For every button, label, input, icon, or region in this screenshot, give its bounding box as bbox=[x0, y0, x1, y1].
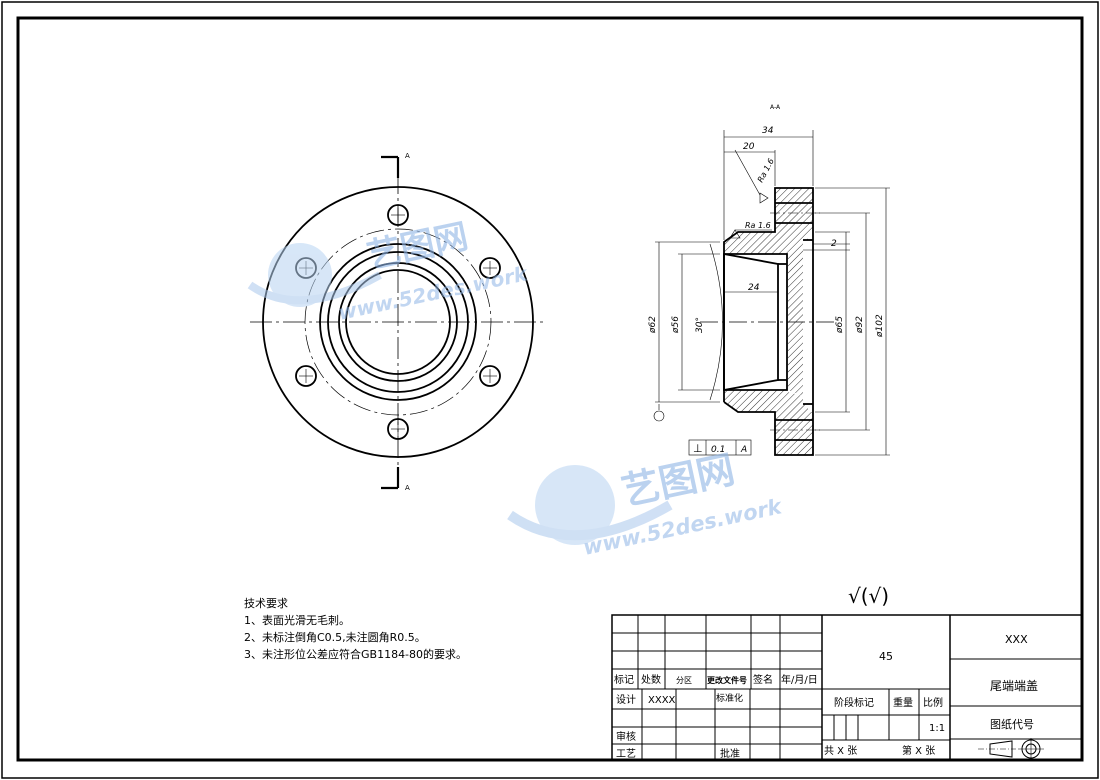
section-marker-top: A bbox=[405, 152, 410, 160]
tb-drawing-code-label: 图纸代号 bbox=[990, 718, 1034, 731]
section-view bbox=[700, 187, 835, 456]
tb-header-mark: 标记 bbox=[614, 674, 634, 686]
tb-material: 45 bbox=[879, 650, 893, 663]
tb-total-sheets: 共 X 张 bbox=[824, 745, 857, 757]
bore-inner-circle bbox=[345, 269, 451, 375]
section-hatch-top bbox=[724, 188, 813, 254]
dim-34: 34 bbox=[762, 126, 774, 136]
tb-designer: XXXX bbox=[648, 695, 676, 706]
tb-header-signature: 签名 bbox=[753, 673, 773, 686]
tb-weight-label: 重量 bbox=[893, 696, 913, 709]
dim-2: 2 bbox=[831, 239, 837, 249]
tech-req-item: 2、未标注倒角C0.5,未注圆角R0.5。 bbox=[244, 630, 426, 644]
flange-outer-circle bbox=[262, 186, 534, 458]
tech-req-title: 技术要求 bbox=[244, 597, 288, 610]
bolt-hole bbox=[479, 365, 501, 387]
section-marker-bottom: A bbox=[405, 484, 410, 492]
gdt-symbol: ⊥ bbox=[693, 442, 703, 455]
tech-req-item: 1、表面光滑无毛刺。 bbox=[244, 613, 350, 627]
section-hatch-bottom bbox=[724, 390, 813, 455]
general-roughness-note: √(√) bbox=[848, 584, 889, 608]
section-outline-top bbox=[723, 187, 814, 456]
dimension-lines bbox=[653, 130, 890, 456]
dim-angle-30: 30° bbox=[695, 317, 705, 333]
bolt-circle bbox=[304, 228, 492, 416]
bolt-hole bbox=[387, 418, 409, 440]
tb-part-name: 尾端端盖 bbox=[990, 679, 1038, 693]
tb-standardize-label: 标准化 bbox=[716, 692, 743, 704]
tech-req-item: 3、未注形位公差应符合GB1184-80的要求。 bbox=[244, 647, 467, 661]
tb-process-label: 工艺 bbox=[616, 748, 636, 760]
inner-frame bbox=[16, 16, 1084, 762]
section-hatch-web bbox=[788, 244, 803, 396]
tb-design-label: 设计 bbox=[616, 693, 636, 706]
dim-20: 20 bbox=[743, 142, 755, 152]
dim-dia-56: ø56 bbox=[671, 316, 681, 334]
dim-dia-92: ø92 bbox=[855, 316, 865, 334]
tb-header-count: 处数 bbox=[641, 673, 661, 686]
watermark-logo-lower bbox=[507, 465, 673, 545]
roughness-ra-2: Ra 1.6 bbox=[745, 221, 771, 230]
hub-ring-circle bbox=[327, 251, 469, 393]
section-view-label: A-A bbox=[770, 104, 781, 111]
watermark-logo-upper bbox=[247, 243, 382, 307]
tb-sheet-no: 第 X 张 bbox=[902, 744, 935, 757]
bolt-hole bbox=[387, 204, 409, 226]
bolt-hole bbox=[479, 257, 501, 279]
hub-outer-circle bbox=[319, 243, 477, 401]
tb-review-label: 审核 bbox=[616, 730, 636, 743]
section-cut-bottom bbox=[381, 467, 400, 490]
tb-company: XXX bbox=[1005, 633, 1028, 646]
watermark-brand-lower: 艺图网 bbox=[618, 447, 739, 514]
title-block bbox=[611, 614, 1083, 761]
dim-24: 24 bbox=[748, 283, 760, 293]
dim-dia-62: ø62 bbox=[648, 316, 658, 334]
tb-scale-label: 比例 bbox=[923, 696, 943, 709]
bolt-hole bbox=[295, 365, 317, 387]
watermark-brand-upper: 艺图网 bbox=[364, 216, 472, 276]
tb-stage-label: 阶段标记 bbox=[834, 696, 874, 709]
gdt-value: 0.1 bbox=[711, 445, 725, 455]
gdt-datum: A bbox=[740, 445, 747, 455]
tb-header-date: 年/月/日 bbox=[781, 673, 818, 686]
dim-dia-102: ø102 bbox=[875, 314, 885, 338]
dim-dia-65: ø65 bbox=[835, 316, 845, 334]
roughness-ra-1: Ra 1.6 bbox=[756, 157, 776, 184]
front-view bbox=[250, 155, 545, 490]
tb-scale-value: 1:1 bbox=[929, 723, 945, 734]
watermark-url-upper: www.52des.work bbox=[336, 261, 531, 325]
projection-symbol bbox=[978, 738, 1044, 760]
section-cut-top bbox=[381, 155, 400, 178]
tb-approve-label: 批准 bbox=[720, 747, 740, 760]
tb-header-change-doc: 更改文件号 bbox=[707, 675, 747, 685]
bore-outer-circle bbox=[338, 262, 458, 382]
tb-header-zone: 分区 bbox=[676, 676, 692, 685]
